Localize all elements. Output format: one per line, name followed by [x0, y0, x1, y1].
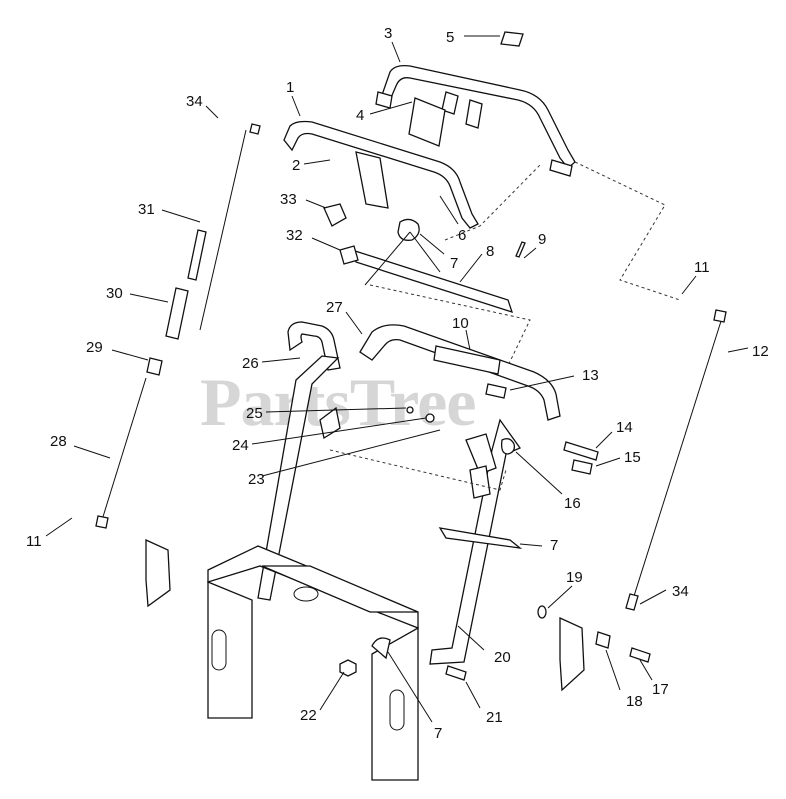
part-5-decal [500, 31, 524, 47]
part-7-clip-lower [371, 637, 391, 660]
callout-11-right: 11 [694, 259, 710, 276]
part-19-washer [537, 605, 547, 619]
callout-13: 13 [582, 367, 599, 384]
part-4-decal [408, 97, 446, 147]
callout-9: 9 [538, 231, 546, 248]
callout-23: 23 [248, 471, 265, 488]
callout-6: 6 [458, 227, 466, 244]
callout-1: 1 [286, 79, 294, 96]
callout-11-left: 11 [26, 533, 42, 550]
callout-4: 4 [356, 107, 364, 124]
callout-28: 28 [50, 433, 67, 450]
callout-32: 32 [286, 227, 303, 244]
part-25-nut [406, 406, 414, 414]
callout-16: 16 [564, 495, 581, 512]
part-21-bolt [445, 665, 467, 681]
part-9-pin [515, 241, 526, 258]
left-rod-assembly [95, 123, 261, 529]
callout-10: 10 [452, 315, 469, 332]
callout-15: 15 [624, 449, 641, 466]
part-14-pin [563, 441, 599, 461]
callout-8: 8 [486, 243, 494, 260]
callout-14: 14 [616, 419, 633, 436]
callout-34-left: 34 [186, 93, 203, 110]
callout-19: 19 [566, 569, 583, 586]
callout-7-upper: 7 [450, 255, 458, 272]
callout-31: 31 [138, 201, 155, 218]
callout-25: 25 [246, 405, 263, 422]
part-3-upper-bail [375, 64, 576, 177]
callout-7-lower: 7 [434, 725, 442, 742]
callout-17: 17 [652, 681, 669, 698]
callout-27: 27 [326, 299, 343, 316]
callout-22: 22 [300, 707, 317, 724]
callout-34-right: 34 [672, 583, 689, 600]
callout-7-middle: 7 [550, 537, 558, 554]
callout-26: 26 [242, 355, 259, 372]
callout-24: 24 [232, 437, 249, 454]
callout-29: 29 [86, 339, 103, 356]
part-18-spacer [595, 631, 611, 649]
part-1-bail [283, 120, 479, 229]
callout-labels: 1 2 3 4 5 6 7 7 7 8 9 10 11 11 12 13 14 … [26, 25, 769, 742]
part-7-clip-upper [397, 218, 420, 241]
callout-18: 18 [626, 693, 643, 710]
base-mount [207, 545, 419, 781]
part-15-knob [571, 459, 593, 475]
part-7-clip-middle [438, 527, 523, 549]
left-bracket [145, 538, 171, 608]
part-17-bolt [629, 647, 651, 663]
callout-21: 21 [486, 709, 503, 726]
callout-5: 5 [446, 29, 454, 46]
callout-20: 20 [494, 649, 511, 666]
callout-33: 33 [280, 191, 297, 208]
part-32-bracket [339, 245, 359, 265]
callout-30: 30 [106, 285, 123, 302]
callout-3: 3 [384, 25, 392, 42]
part-33-pivot [323, 203, 347, 227]
right-rod-assembly [625, 309, 727, 611]
part-16-bushing [500, 438, 516, 455]
right-bracket [559, 616, 585, 692]
leader-lines [45, 35, 749, 723]
callout-12: 12 [752, 343, 769, 360]
part-13-decal [485, 383, 507, 399]
part-24-washer [425, 413, 435, 423]
callout-2: 2 [292, 157, 300, 174]
